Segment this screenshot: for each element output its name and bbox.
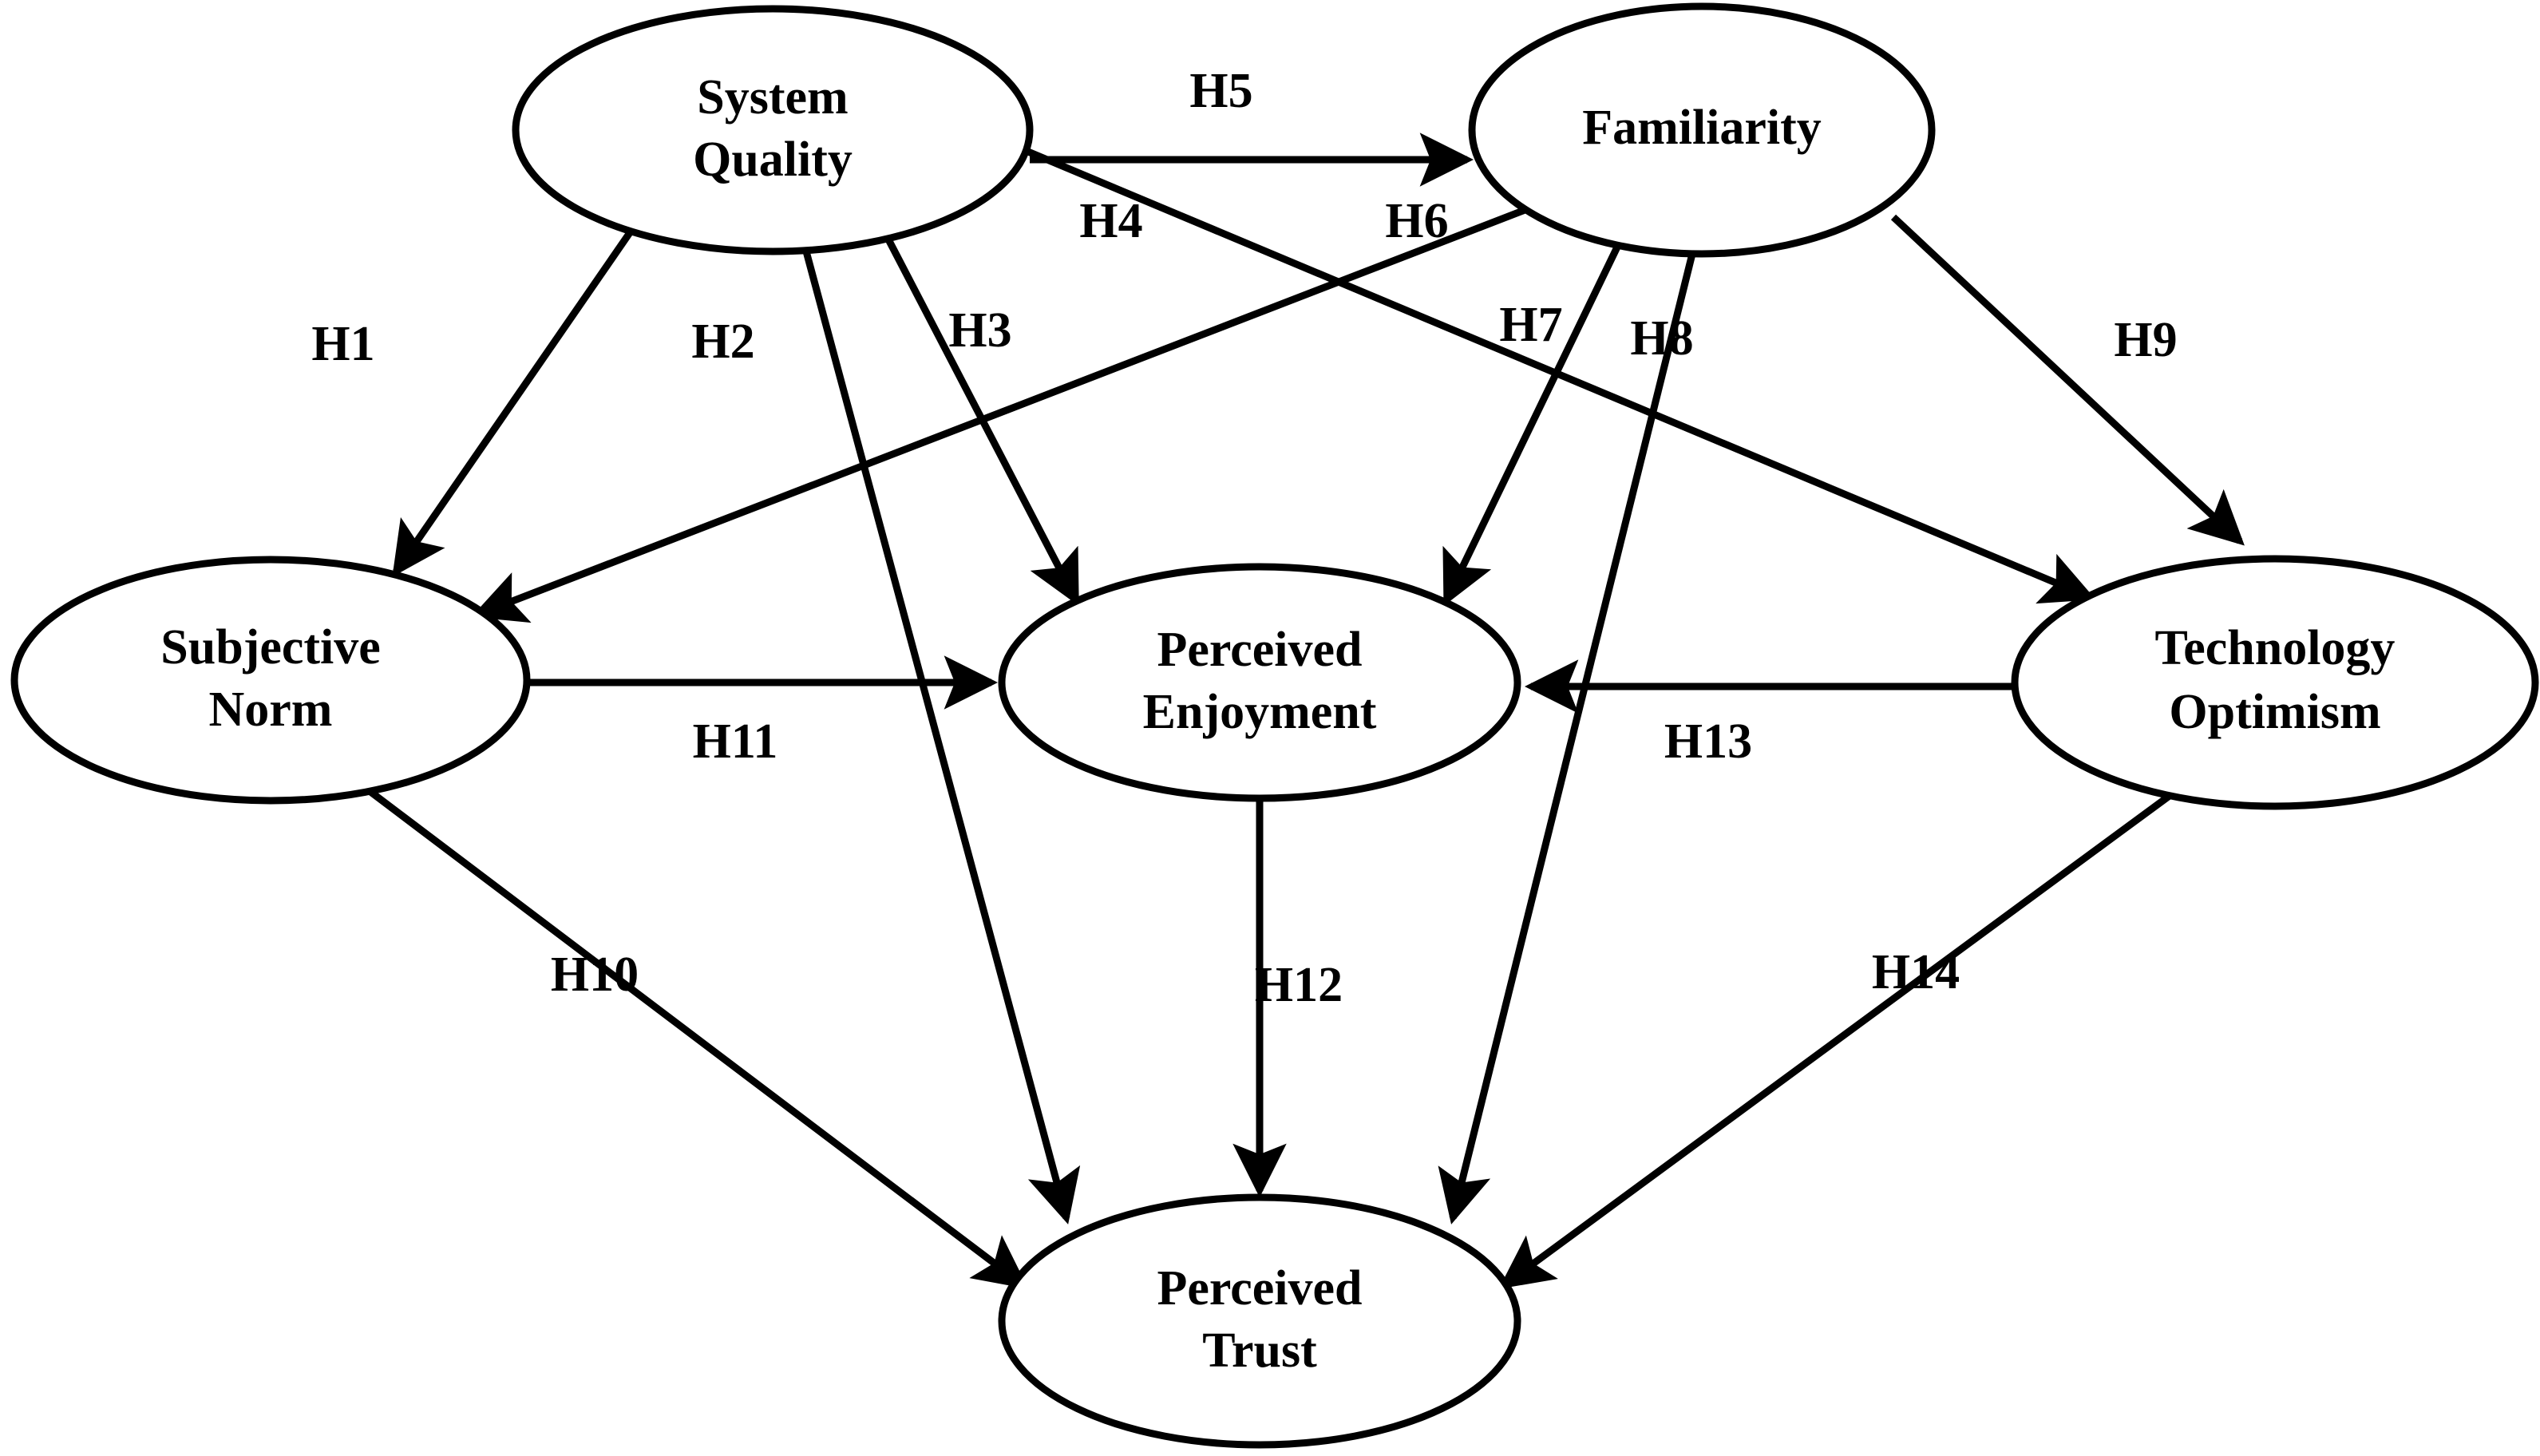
node-system-quality-label-line1: System — [697, 70, 848, 125]
node-technology-optimism-shape[interactable] — [2011, 555, 2539, 810]
node-perceived-trust-label-line2: Trust — [1202, 1323, 1317, 1378]
node-subjective-norm-shape[interactable] — [10, 556, 531, 805]
edge-label-h10: H10 — [551, 948, 639, 1002]
edge-h7 — [1442, 234, 1627, 607]
edge-h14 — [1498, 785, 2182, 1289]
edge-label-h6: H6 — [1385, 194, 1448, 248]
node-perceived-trust[interactable]: Perceived Trust — [998, 1193, 1521, 1449]
edge-label-h3: H3 — [948, 303, 1011, 358]
edge-h9 — [1890, 214, 2245, 546]
edge-label-h8: H8 — [1630, 311, 1693, 366]
node-system-quality-label-line2: Quality — [693, 133, 853, 187]
node-subjective-norm-label-line2: Norm — [209, 682, 333, 737]
edge-label-h4: H4 — [1079, 194, 1142, 248]
node-technology-optimism[interactable]: Technology Optimism — [2011, 555, 2539, 810]
edge-label-h5: H5 — [1189, 64, 1252, 118]
node-familiarity[interactable]: Familiarity — [1468, 2, 1936, 258]
edge-label-h11: H11 — [693, 714, 778, 769]
node-subjective-norm[interactable]: Subjective Norm — [10, 556, 531, 805]
nodes-layer: System Quality Familiarity Subjective No… — [10, 2, 2539, 1449]
hypothesis-labels-layer: H1 H2 H3 H4 H5 H6 H7 H8 H9 H10 H11 H12 H… — [311, 64, 2177, 1012]
node-system-quality[interactable]: System Quality — [512, 5, 1034, 255]
node-familiarity-shape[interactable] — [1468, 2, 1936, 258]
edge-h6 — [471, 205, 1529, 623]
edge-h10 — [361, 783, 1029, 1289]
node-technology-optimism-label-line1: Technology — [2155, 621, 2396, 675]
node-system-quality-shape[interactable] — [512, 5, 1034, 255]
node-familiarity-label-line1: Familiarity — [1582, 101, 1822, 155]
node-perceived-enjoyment-label-line1: Perceived — [1157, 623, 1362, 677]
node-perceived-trust-label-line1: Perceived — [1157, 1261, 1362, 1316]
node-technology-optimism-label-line2: Optimism — [2169, 685, 2380, 739]
node-perceived-enjoyment-label-line2: Enjoyment — [1143, 685, 1377, 739]
node-perceived-enjoyment[interactable]: Perceived Enjoyment — [998, 563, 1521, 802]
edge-label-h7: H7 — [1499, 298, 1562, 352]
edge-h1 — [392, 229, 634, 577]
node-subjective-norm-label-line1: Subjective — [160, 620, 381, 675]
edge-label-h1: H1 — [311, 317, 374, 371]
node-perceived-trust-shape[interactable] — [998, 1193, 1521, 1449]
node-perceived-enjoyment-shape[interactable] — [998, 563, 1521, 802]
edge-label-h12: H12 — [1255, 958, 1343, 1012]
edge-label-h14: H14 — [1872, 945, 1960, 999]
edge-label-h9: H9 — [2114, 313, 2177, 367]
edge-h8 — [1438, 252, 1696, 1225]
edge-label-h2: H2 — [691, 315, 754, 369]
edges-layer — [361, 133, 2245, 1289]
edge-h2 — [802, 250, 1081, 1225]
edge-label-h13: H13 — [1664, 714, 1752, 769]
